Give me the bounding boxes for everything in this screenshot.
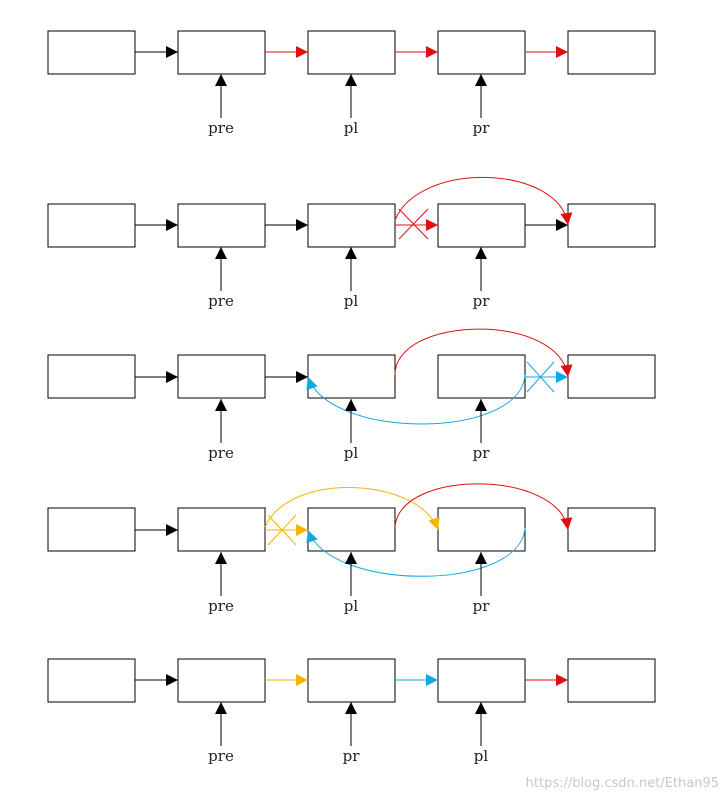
node-box (567, 354, 656, 399)
node-box (307, 354, 396, 399)
pointer-label: pl (474, 747, 489, 765)
watermark: https://blog.csdn.net/Ethan95 (525, 776, 719, 791)
pointer-label: pr (473, 119, 491, 137)
row-3: pre pl pr (47, 328, 656, 462)
node-box (307, 658, 396, 703)
node-box (307, 507, 396, 552)
row-5: pre pr pl (47, 658, 656, 765)
relink-curve-red (394, 328, 573, 378)
relink-curve-blue (306, 374, 526, 425)
node-box (47, 30, 136, 75)
relink-curve-blue (306, 527, 526, 577)
node-box (437, 507, 526, 552)
relink-curve-red (394, 483, 573, 531)
cut-cross (398, 208, 429, 240)
pointer-label: pr (343, 747, 361, 765)
node-box (437, 30, 526, 75)
node-box (177, 203, 266, 248)
node-box (177, 658, 266, 703)
node-box (177, 30, 266, 75)
pointer-label: pre (208, 444, 234, 462)
node-box (437, 354, 526, 399)
cut-cross (267, 514, 297, 546)
pointer-label: pre (208, 119, 234, 137)
node-box (567, 203, 656, 248)
node-box (567, 507, 656, 552)
node-box (437, 203, 526, 248)
pointer-label: pr (473, 292, 491, 310)
node-box (47, 354, 136, 399)
node-box (307, 203, 396, 248)
relink-curve-yellow (264, 487, 440, 531)
pointer-label: pre (208, 292, 234, 310)
pointer-label: pre (208, 597, 234, 615)
row-4: pre pl pr (47, 483, 656, 615)
pointer-label: pr (473, 444, 491, 462)
cut-cross (526, 361, 555, 393)
pointer-label: pl (344, 444, 359, 462)
node-box (47, 203, 136, 248)
node-box (567, 30, 656, 75)
row-1: pre pl pr (47, 30, 656, 137)
relink-curve-red (394, 176, 573, 226)
pointer-label: pl (344, 597, 359, 615)
pointer-label: pl (344, 119, 359, 137)
node-box (47, 658, 136, 703)
node-box (437, 658, 526, 703)
node-box (177, 507, 266, 552)
node-box (307, 30, 396, 75)
pointer-label: pl (344, 292, 359, 310)
pointer-label: pr (473, 597, 491, 615)
node-box (567, 658, 656, 703)
node-box (47, 507, 136, 552)
pointer-label: pre (208, 747, 234, 765)
row-2: pre pl pr (47, 176, 656, 310)
node-box (177, 354, 266, 399)
